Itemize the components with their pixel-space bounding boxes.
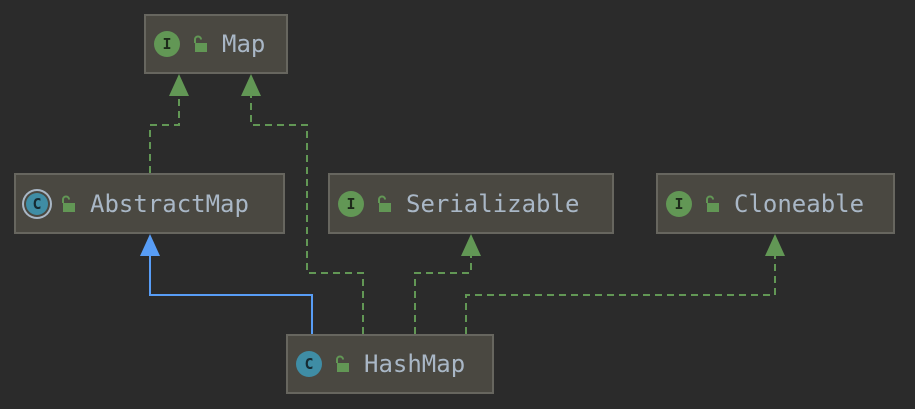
node-cloneable[interactable]: I Cloneable (656, 173, 895, 234)
node-label-map: Map (222, 30, 266, 58)
public-unlock-icon (336, 355, 349, 372)
arrowhead-cloneable (765, 234, 785, 256)
class-icon: C (296, 351, 322, 377)
edge-hashmap-implements-serializable (414, 256, 472, 334)
arrowhead-map-left (169, 74, 189, 96)
arrowhead-map-right (241, 74, 261, 96)
interface-icon: I (154, 31, 180, 57)
abstract-class-icon: C (26, 192, 48, 215)
edge-hashmap-implements-cloneable (465, 256, 776, 334)
public-unlock-icon (706, 195, 719, 212)
node-hash-map[interactable]: C HashMap (286, 334, 494, 394)
public-unlock-icon (378, 195, 391, 212)
edge-hashmap-extends-abstractmap (149, 256, 313, 334)
node-label-abstract-map: AbstractMap (90, 189, 249, 218)
node-label-serializable: Serializable (406, 189, 580, 218)
node-label-cloneable: Cloneable (734, 189, 865, 218)
edge-hashmap-implements-map (250, 96, 364, 334)
node-abstract-map[interactable]: C AbstractMap (14, 173, 285, 234)
node-map[interactable]: I Map (144, 14, 288, 74)
node-label-hash-map: HashMap (364, 350, 466, 378)
edge-abstractmap-implements-map (149, 96, 180, 173)
arrowhead-abstractmap (140, 234, 160, 256)
public-unlock-icon (194, 35, 207, 52)
interface-icon: I (338, 190, 364, 217)
public-unlock-icon (62, 195, 75, 212)
interface-icon: I (666, 190, 692, 217)
node-serializable[interactable]: I Serializable (328, 173, 614, 234)
arrowhead-serializable (461, 234, 481, 256)
